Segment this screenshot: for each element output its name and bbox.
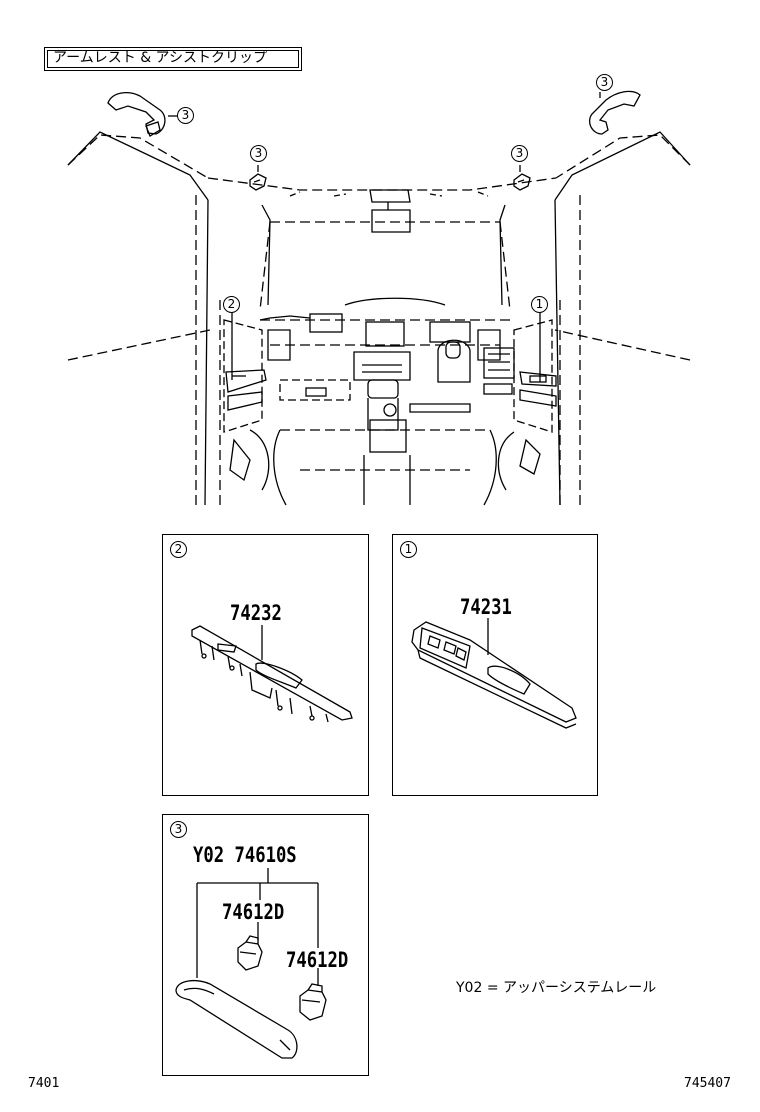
part-number-74612d-b: 74612D (286, 948, 349, 972)
footer-left-code: 7401 (28, 1076, 60, 1091)
panel-part-3 (162, 814, 369, 1076)
clip-left (249, 173, 267, 191)
panel-1-callout: 1 (400, 541, 417, 558)
part-number-74612d-a: 74612D (222, 900, 285, 924)
callout-three-right-clip: 3 (511, 145, 528, 162)
assist-grip-right (588, 90, 641, 135)
clip-right (513, 173, 531, 191)
callout-three-left-grip: 3 (177, 107, 194, 124)
callout-two-left-armrest: 2 (223, 296, 240, 313)
part-number-74232: 74232 (230, 601, 282, 625)
assist-grip-left (107, 92, 166, 137)
panel-3-callout: 3 (170, 821, 187, 838)
footer-right-code: 745407 (684, 1076, 731, 1091)
panel-part-1 (392, 534, 598, 796)
callout-three-left-clip: 3 (250, 145, 267, 162)
diagram-title: アームレスト & アシストクリップ (44, 47, 302, 71)
panel-part-2 (162, 534, 369, 796)
part-number-74231: 74231 (460, 595, 512, 619)
panel-2-callout: 2 (170, 541, 187, 558)
callout-one-right-armrest: 1 (531, 296, 548, 313)
callout-three-right-grip: 3 (596, 74, 613, 91)
abbreviation-note: Y02 = アッパーシステムレール (456, 980, 657, 996)
part-number-y02-74610s: Y02 74610S (193, 843, 297, 867)
